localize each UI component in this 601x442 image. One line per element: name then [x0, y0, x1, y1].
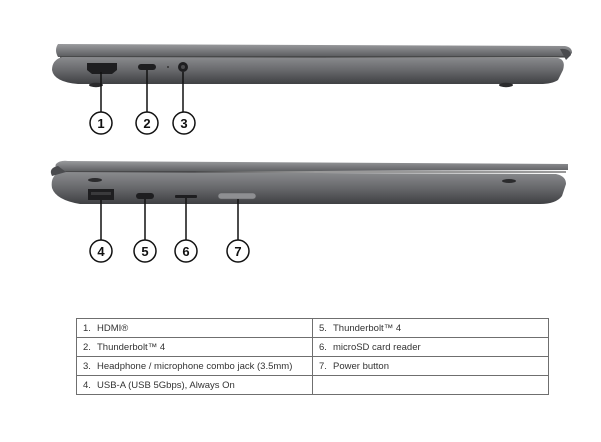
- callout-5: 5: [133, 239, 157, 263]
- thunderbolt-icon-left: [167, 66, 169, 68]
- right-view-base: [51, 172, 566, 204]
- table-cell: 7. Power button: [312, 356, 549, 376]
- hdmi-port: [87, 63, 117, 74]
- svg-text:4: 4: [97, 244, 105, 259]
- svg-text:5: 5: [141, 244, 148, 259]
- table-row: 1. HDMI® 5. Thunderbolt™ 4: [76, 318, 549, 338]
- svg-text:7: 7: [234, 244, 241, 259]
- callout-2: 2: [135, 111, 159, 135]
- right-side-view: [50, 160, 568, 204]
- table-row: 4. USB-A (USB 5Gbps), Always On: [76, 375, 549, 395]
- leader-lines-top: [100, 70, 184, 112]
- table-cell: 1. HDMI®: [76, 318, 313, 338]
- table-cell: 4. USB-A (USB 5Gbps), Always On: [76, 375, 313, 395]
- ports-legend-table: 1. HDMI® 5. Thunderbolt™ 4 2. Thunderbolt™ …: [76, 318, 549, 395]
- table-cell: 6. microSD card reader: [312, 337, 549, 357]
- item-label: Headphone / microphone combo jack (3.5mm…: [97, 360, 293, 372]
- leader-lines-bottom: [100, 198, 239, 240]
- item-label: Thunderbolt™ 4: [333, 322, 402, 334]
- table-cell-empty: [312, 375, 549, 395]
- item-number: 6.: [319, 341, 327, 353]
- callout-6: 6: [174, 239, 198, 263]
- callout-7: 7: [226, 239, 250, 263]
- callout-3: 3: [172, 111, 196, 135]
- svg-text:2: 2: [143, 116, 150, 131]
- left-view-base: [52, 57, 564, 84]
- callout-1: 1: [89, 111, 113, 135]
- item-number: 4.: [83, 379, 91, 391]
- laptop-side-views-diagram: 1 2 3 4 5: [50, 44, 572, 263]
- callout-4: 4: [89, 239, 113, 263]
- right-view-lid: [55, 160, 568, 172]
- item-number: 2.: [83, 341, 91, 353]
- item-label: USB-A (USB 5Gbps), Always On: [97, 379, 235, 391]
- item-number: 5.: [319, 322, 327, 334]
- item-number: 1.: [83, 322, 91, 334]
- svg-text:3: 3: [180, 116, 187, 131]
- item-number: 7.: [319, 360, 327, 372]
- item-label: Power button: [333, 360, 389, 372]
- left-side-view: [52, 44, 572, 88]
- thunderbolt-port-left: [138, 64, 156, 70]
- left-view-lid: [56, 44, 572, 57]
- table-cell: 5. Thunderbolt™ 4: [312, 318, 549, 338]
- svg-text:6: 6: [182, 244, 189, 259]
- item-label: HDMI®: [97, 322, 129, 334]
- item-number: 3.: [83, 360, 91, 372]
- table-cell: 3. Headphone / microphone combo jack (3.5…: [76, 356, 313, 376]
- table-row: 2. Thunderbolt™ 4 6. microSD card reader: [76, 337, 549, 357]
- svg-text:1: 1: [97, 116, 104, 131]
- item-label: Thunderbolt™ 4: [97, 341, 166, 353]
- microsd-slot: [175, 195, 197, 198]
- power-button: [217, 192, 257, 200]
- table-cell: 2. Thunderbolt™ 4: [76, 337, 313, 357]
- table-row: 3. Headphone / microphone combo jack (3.5…: [76, 356, 549, 376]
- item-label: microSD card reader: [333, 341, 421, 353]
- thunderbolt-port-right: [136, 193, 154, 199]
